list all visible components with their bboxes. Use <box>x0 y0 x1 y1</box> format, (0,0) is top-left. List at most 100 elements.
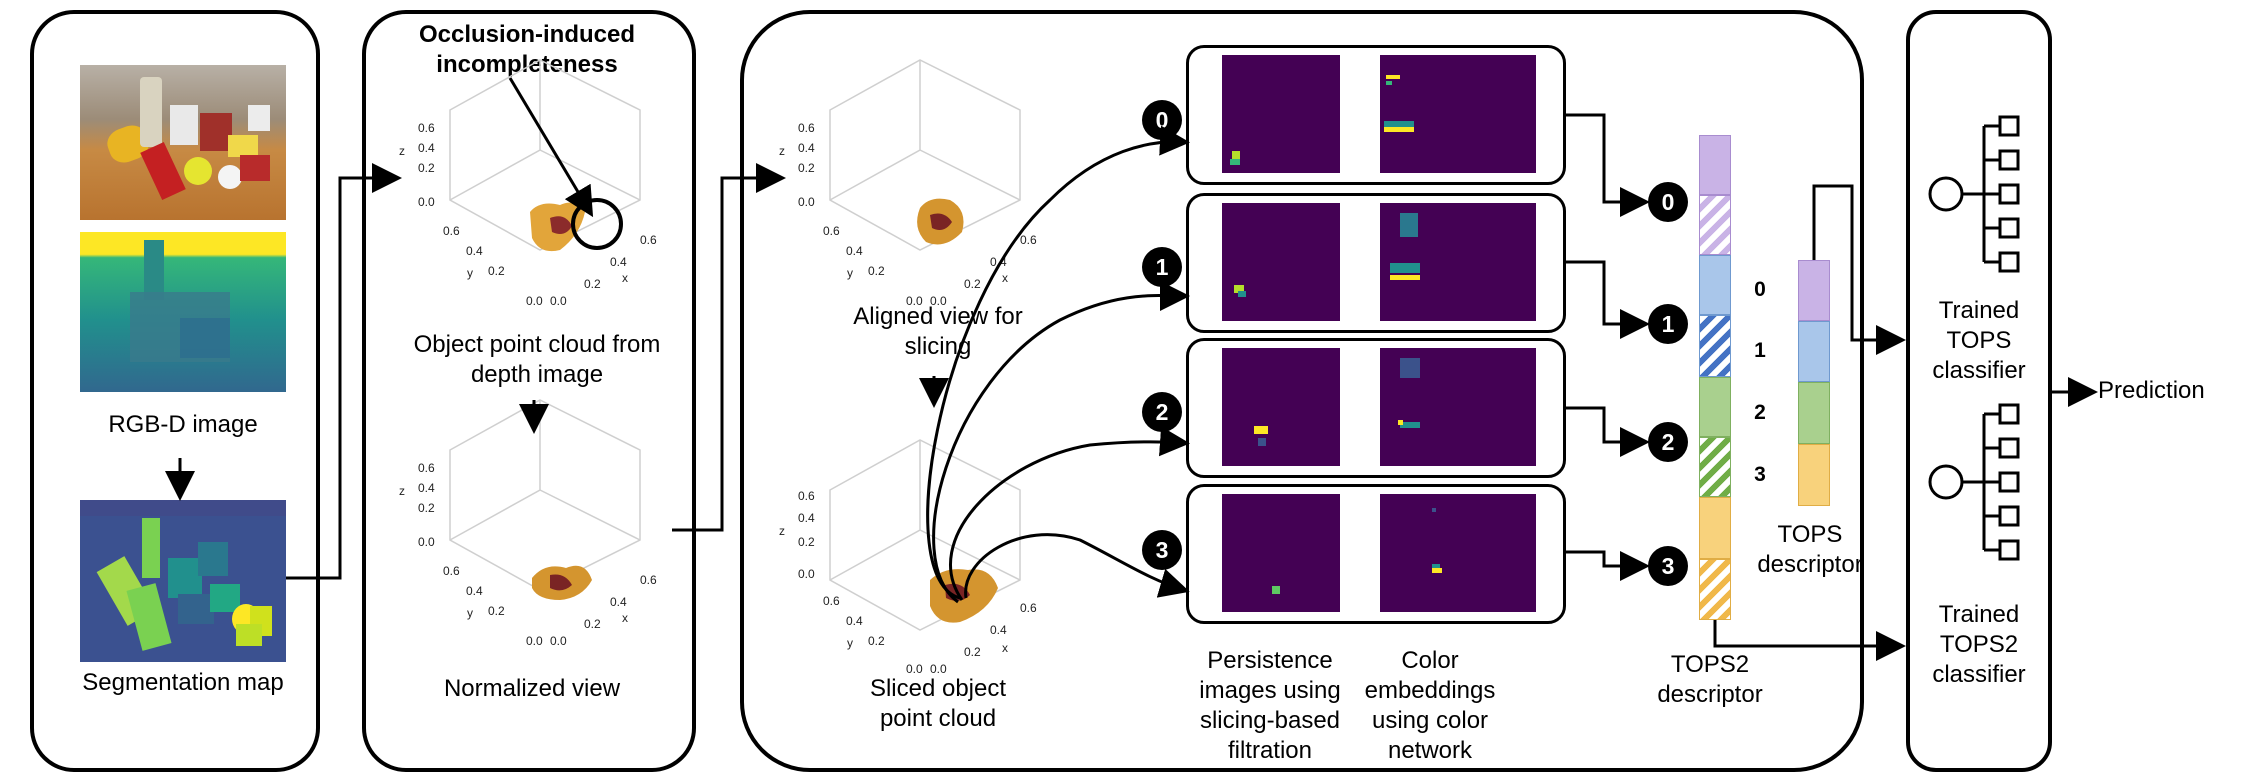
svg-text:0.0: 0.0 <box>550 634 567 648</box>
svg-text:y: y <box>847 266 853 280</box>
svg-text:0.6: 0.6 <box>1020 233 1037 247</box>
svg-text:0.4: 0.4 <box>846 614 863 628</box>
svg-text:0.6: 0.6 <box>798 121 815 135</box>
svg-text:0.0: 0.0 <box>930 294 947 308</box>
tops2-seg-3b <box>1699 559 1731 620</box>
tops2-badge-3: 3 <box>1648 546 1688 586</box>
tops-classifier-label: Trained TOPS classifier <box>1932 297 2026 384</box>
svg-text:0.4: 0.4 <box>418 481 435 495</box>
tops-seg-1 <box>1798 321 1830 382</box>
svg-text:y: y <box>467 266 473 280</box>
persistence-image-2 <box>1222 348 1340 466</box>
color-embedding-0 <box>1380 55 1536 173</box>
svg-text:0.0: 0.0 <box>418 535 435 549</box>
color-embedding-3 <box>1380 494 1536 612</box>
svg-text:x: x <box>1002 641 1008 655</box>
svg-text:y: y <box>467 606 473 620</box>
point-cloud-caption: Object point cloud from depth image <box>413 331 661 388</box>
tops-badge-2: 2 <box>1742 395 1778 431</box>
tops2-seg-0b <box>1699 195 1731 255</box>
tops2-descriptor-bar <box>1699 135 1731 620</box>
tops-seg-3 <box>1798 444 1830 506</box>
tops2-classifier-label: Trained TOPS2 classifier <box>1932 601 2026 688</box>
occlusion-title: Occlusion-induced incompleteness <box>418 21 636 78</box>
axes-aligned <box>829 59 1021 251</box>
svg-text:0.6: 0.6 <box>443 564 460 578</box>
svg-text:0.6: 0.6 <box>640 233 657 247</box>
svg-text:0.2: 0.2 <box>868 634 885 648</box>
z-label: z <box>399 144 405 158</box>
svg-text:0.0: 0.0 <box>526 634 543 648</box>
tops-badge-3: 3 <box>1742 457 1778 493</box>
persistence-image-0 <box>1222 55 1340 173</box>
tops2-descriptor-label: TOPS2 descriptor <box>1657 651 1763 708</box>
tops2-badge-2: 2 <box>1648 422 1688 462</box>
svg-text:0.0: 0.0 <box>906 294 923 308</box>
svg-text:0.4: 0.4 <box>466 584 483 598</box>
tops-badge-0: 0 <box>1742 272 1778 308</box>
color-embedding-1 <box>1380 203 1536 321</box>
color-embedding-caption: Color embeddings using color network <box>1364 647 1496 764</box>
svg-text:0.2: 0.2 <box>868 264 885 278</box>
svg-text:x: x <box>622 271 628 285</box>
tops2-seg-0a <box>1699 135 1731 195</box>
svg-text:0.4: 0.4 <box>610 595 627 609</box>
persistence-caption: Persistence images using slicing-based f… <box>1199 647 1341 764</box>
svg-text:0.4: 0.4 <box>418 141 435 155</box>
svg-text:0.0: 0.0 <box>526 294 543 308</box>
svg-text:x: x <box>622 611 628 625</box>
segmentation-map <box>80 500 286 662</box>
svg-text:0.0: 0.0 <box>906 662 923 676</box>
svg-text:0.6: 0.6 <box>418 461 435 475</box>
svg-text:0.4: 0.4 <box>798 511 815 525</box>
occlusion-circle <box>571 198 623 250</box>
svg-text:x: x <box>1002 271 1008 285</box>
segmentation-label: Segmentation map <box>82 669 284 696</box>
axes-pc-normalized <box>449 399 641 591</box>
svg-text:0.2: 0.2 <box>584 617 601 631</box>
slice-badge-3: 3 <box>1142 530 1182 570</box>
point-cloud-normalized <box>532 565 592 600</box>
svg-text:0.2: 0.2 <box>418 161 435 175</box>
svg-text:0.6: 0.6 <box>823 594 840 608</box>
sliced-caption: Sliced object point cloud <box>869 675 1007 732</box>
classifier-panel <box>1906 10 2052 772</box>
svg-text:0.6: 0.6 <box>1020 601 1037 615</box>
tops2-badge-1: 1 <box>1648 304 1688 344</box>
tops2-badge-0: 0 <box>1648 182 1688 222</box>
svg-text:0.0: 0.0 <box>798 567 815 581</box>
axes-sliced <box>829 439 1021 631</box>
svg-text:0.2: 0.2 <box>798 535 815 549</box>
svg-text:0.6: 0.6 <box>443 224 460 238</box>
svg-text:0.2: 0.2 <box>488 264 505 278</box>
tops-descriptor-bar <box>1798 260 1830 506</box>
svg-text:0.2: 0.2 <box>418 501 435 515</box>
persistence-image-1 <box>1222 203 1340 321</box>
slice-badge-1: 1 <box>1142 247 1182 287</box>
svg-text:0.2: 0.2 <box>798 161 815 175</box>
svg-text:0.6: 0.6 <box>823 224 840 238</box>
svg-text:0.0: 0.0 <box>930 662 947 676</box>
svg-text:0.2: 0.2 <box>964 645 981 659</box>
tops-descriptor-label: TOPS descriptor <box>1757 521 1863 578</box>
svg-text:0.0: 0.0 <box>798 195 815 209</box>
svg-text:0.0: 0.0 <box>418 195 435 209</box>
tops-badge-1: 1 <box>1742 333 1778 369</box>
tops-seg-0 <box>1798 260 1830 321</box>
svg-text:0.6: 0.6 <box>418 121 435 135</box>
depth-image <box>80 232 286 392</box>
rgb-image <box>80 65 286 220</box>
persistence-image-3 <box>1222 494 1340 612</box>
svg-text:z: z <box>779 524 785 538</box>
svg-text:0.2: 0.2 <box>584 277 601 291</box>
slice-badge-2: 2 <box>1142 392 1182 432</box>
svg-text:0.4: 0.4 <box>846 244 863 258</box>
svg-text:0.6: 0.6 <box>640 573 657 587</box>
svg-text:0.4: 0.4 <box>610 255 627 269</box>
svg-text:0.4: 0.4 <box>798 141 815 155</box>
svg-text:0.2: 0.2 <box>964 277 981 291</box>
color-embedding-2 <box>1380 348 1536 466</box>
tops-seg-2 <box>1798 382 1830 444</box>
tops2-seg-1a <box>1699 255 1731 315</box>
